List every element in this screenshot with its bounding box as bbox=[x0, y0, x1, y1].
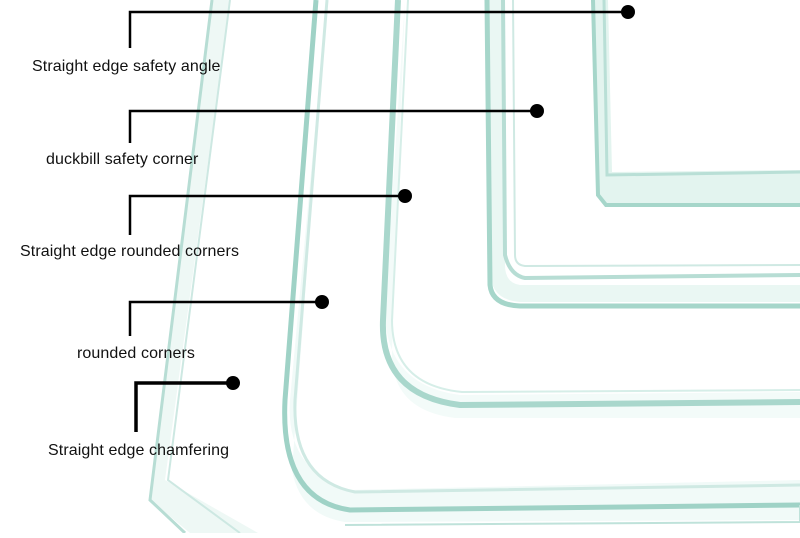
glass-pane-duckbill bbox=[484, 0, 800, 309]
leader-dot-1 bbox=[621, 5, 635, 19]
leader-line-1 bbox=[128, 5, 635, 48]
glass-pane-rounded bbox=[282, 0, 800, 526]
glass-pane-safety-angle bbox=[591, 0, 800, 207]
label-duckbill-safety-corner: duckbill safety corner bbox=[46, 151, 199, 168]
label-straight-edge-safety-angle: Straight edge safety angle bbox=[32, 58, 221, 75]
leader-dot-4 bbox=[315, 295, 329, 309]
leader-line-3 bbox=[128, 189, 412, 235]
label-rounded-corners: rounded corners bbox=[77, 345, 196, 362]
label-straight-edge-chamfering: Straight edge chamfering bbox=[48, 442, 230, 459]
leader-line-2 bbox=[128, 104, 544, 143]
leader-dot-3 bbox=[398, 189, 412, 203]
leader-dot-5 bbox=[226, 376, 240, 390]
label-straight-edge-rounded-corners: Straight edge rounded corners bbox=[20, 243, 240, 260]
leader-line-4 bbox=[128, 295, 329, 336]
glass-pane-chamfered bbox=[148, 0, 258, 535]
leader-dot-2 bbox=[530, 104, 544, 118]
leader-line-5 bbox=[134, 376, 240, 432]
glass-pane-straight-rounded bbox=[379, 0, 800, 418]
